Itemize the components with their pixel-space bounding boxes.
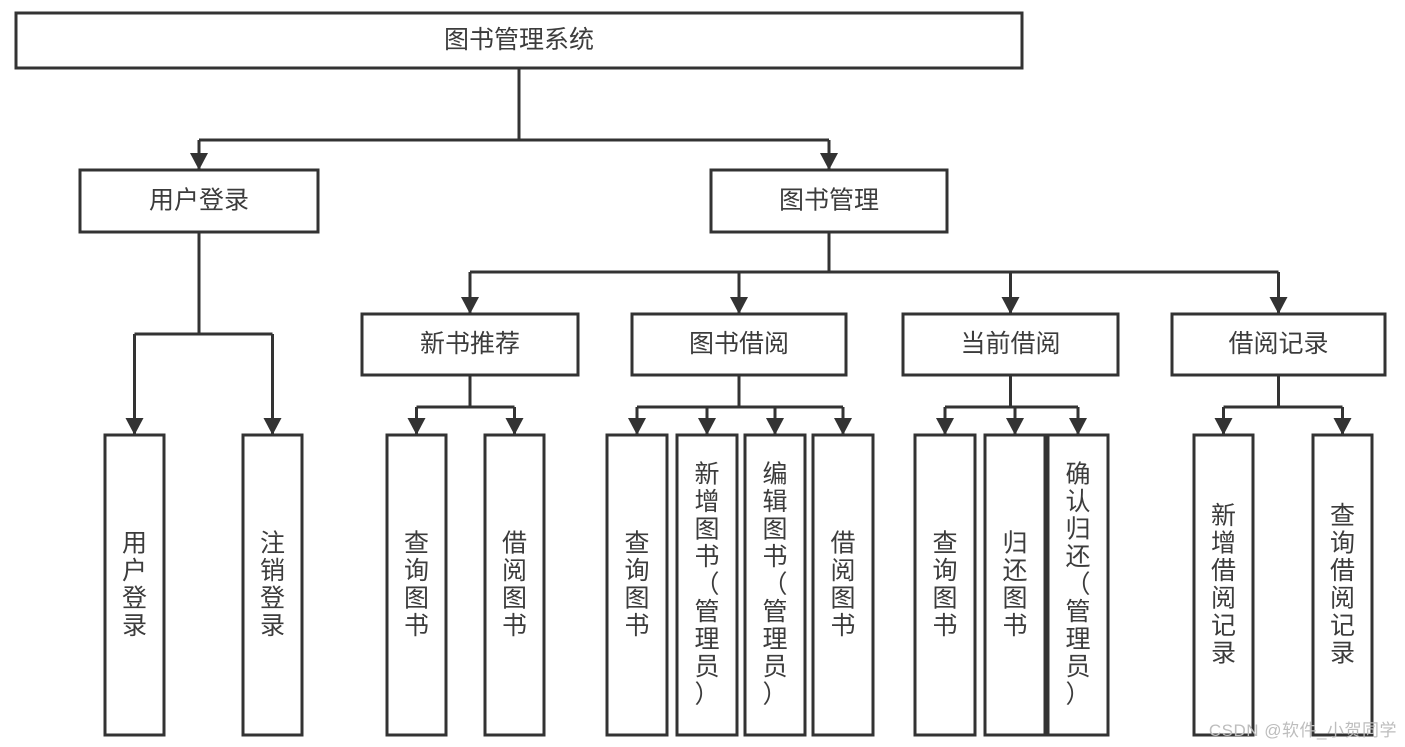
node-label-leaf-borrow-book: 借阅图书 <box>830 529 855 640</box>
node-leaf-borrow-book[interactable]: 借阅图书 <box>811 433 875 737</box>
arrowhead-icon <box>1214 418 1233 435</box>
node-new-book-rec[interactable]: 新书推荐 <box>360 312 580 377</box>
arrowhead-icon <box>766 418 784 435</box>
node-leaf-logout[interactable]: 注销登录 <box>241 433 304 737</box>
arrowhead-icon <box>1069 418 1087 435</box>
arrowhead-icon <box>263 418 282 435</box>
node-leaf-return-book[interactable]: 归还图书 <box>983 433 1047 737</box>
node-leaf-add-record[interactable]: 新增借阅记录 <box>1192 433 1255 737</box>
node-label-leaf-borrow-book-rec: 借阅图书 <box>502 529 527 640</box>
node-label-user-login: 用户登录 <box>149 187 249 215</box>
arrowhead-icon <box>407 418 426 435</box>
node-box-root <box>14 11 1024 70</box>
node-label-leaf-add-record: 新增借阅记录 <box>1211 502 1236 668</box>
node-current-borrow[interactable]: 当前借阅 <box>901 312 1120 377</box>
node-user-login[interactable]: 用户登录 <box>78 168 320 234</box>
node-box-leaf-edit-book <box>743 433 807 737</box>
arrowhead-icon <box>1333 418 1352 435</box>
node-label-book-manage: 图书管理 <box>779 187 879 215</box>
node-leaf-user-login[interactable]: 用户登录 <box>103 433 166 737</box>
arrowhead-icon <box>461 297 479 314</box>
node-box-book-manage <box>709 168 949 234</box>
node-label-leaf-logout: 注销登录 <box>260 529 285 640</box>
node-label-leaf-user-login: 用户登录 <box>122 529 147 640</box>
node-box-leaf-logout <box>241 433 304 737</box>
node-box-leaf-add-book <box>675 433 739 737</box>
node-box-new-book-rec <box>360 312 580 377</box>
node-box-borrow-record <box>1170 312 1387 377</box>
node-label-leaf-query-book-cur: 查询图书 <box>932 529 957 640</box>
node-box-book-borrow <box>630 312 848 377</box>
node-leaf-add-book[interactable]: 新增图书（管理员） <box>675 433 739 737</box>
node-boxes: 图书管理系统用户登录图书管理新书推荐图书借阅当前借阅借阅记录用户登录注销登录查询… <box>14 11 1387 737</box>
node-leaf-query-book-rec[interactable]: 查询图书 <box>385 433 448 737</box>
arrowhead-icon <box>820 153 838 170</box>
arrowhead-icon <box>1001 297 1020 314</box>
node-box-leaf-return-book <box>983 433 1047 737</box>
node-box-leaf-borrow-book-rec <box>483 433 546 737</box>
node-label-leaf-add-book: 新增图书（管理员） <box>694 461 719 709</box>
node-label-leaf-query-book-rec: 查询图书 <box>404 529 429 640</box>
arrowhead-icon <box>190 153 208 170</box>
node-box-current-borrow <box>901 312 1120 377</box>
node-box-leaf-query-record <box>1311 433 1374 737</box>
arrowhead-icon <box>834 418 852 435</box>
arrowhead-icon <box>936 418 954 435</box>
node-leaf-edit-book[interactable]: 编辑图书（管理员） <box>743 433 807 737</box>
node-leaf-borrow-book-rec[interactable]: 借阅图书 <box>483 433 546 737</box>
node-label-leaf-edit-book: 编辑图书（管理员） <box>762 461 787 709</box>
node-box-leaf-add-record <box>1192 433 1255 737</box>
node-label-leaf-confirm-return: 确认归还（管理员） <box>1065 461 1090 709</box>
node-label-book-borrow: 图书借阅 <box>689 330 789 358</box>
node-box-leaf-confirm-return <box>1046 433 1110 737</box>
node-leaf-confirm-return[interactable]: 确认归还（管理员） <box>1046 433 1110 737</box>
node-box-leaf-query-book-rec <box>385 433 448 737</box>
node-book-manage[interactable]: 图书管理 <box>709 168 949 234</box>
node-label-borrow-record: 借阅记录 <box>1228 330 1328 358</box>
node-label-leaf-query-record: 查询借阅记录 <box>1330 502 1355 668</box>
node-borrow-record[interactable]: 借阅记录 <box>1170 312 1387 377</box>
node-box-leaf-user-login <box>103 433 166 737</box>
node-leaf-query-record[interactable]: 查询借阅记录 <box>1311 433 1374 737</box>
watermark-text: CSDN @软件_小贺同学 <box>1208 721 1397 740</box>
node-box-leaf-borrow-book <box>811 433 875 737</box>
node-label-leaf-return-book: 归还图书 <box>1002 529 1027 640</box>
node-label-new-book-rec: 新书推荐 <box>420 330 520 358</box>
arrowhead-icon <box>1269 297 1288 314</box>
arrowhead-icon <box>698 418 716 435</box>
arrowhead-icon <box>730 297 748 314</box>
node-leaf-query-book-cur[interactable]: 查询图书 <box>913 433 977 737</box>
arrowhead-icon <box>628 418 646 435</box>
arrowhead-icon <box>125 418 144 435</box>
node-root[interactable]: 图书管理系统 <box>14 11 1024 70</box>
node-book-borrow[interactable]: 图书借阅 <box>630 312 848 377</box>
node-label-leaf-query-book: 查询图书 <box>624 529 649 640</box>
node-box-user-login <box>78 168 320 234</box>
arrowhead-icon <box>1006 418 1024 435</box>
arrowhead-icon <box>505 418 524 435</box>
connector-lines <box>125 68 1352 435</box>
node-box-leaf-query-book-cur <box>913 433 977 737</box>
node-leaf-query-book[interactable]: 查询图书 <box>605 433 669 737</box>
node-label-root: 图书管理系统 <box>444 26 594 54</box>
node-box-leaf-query-book <box>605 433 669 737</box>
node-label-current-borrow: 当前借阅 <box>960 330 1060 358</box>
